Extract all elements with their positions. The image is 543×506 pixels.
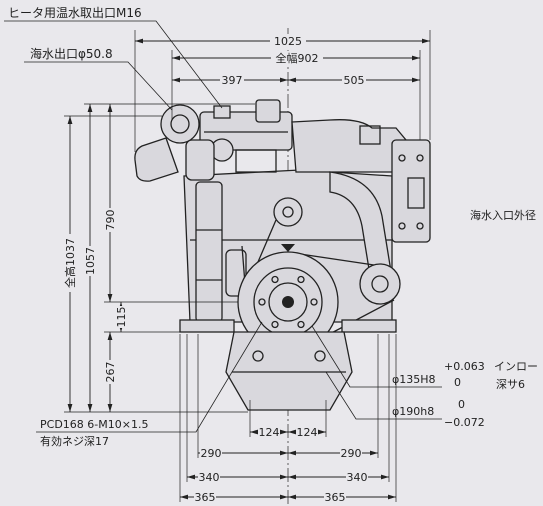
label-background (102, 208, 116, 232)
timing-mark (281, 244, 295, 252)
top-dimensions: 1025 全幅902 397 505 (134, 30, 431, 152)
dimension-340-left: 340 (199, 471, 220, 484)
label-background (324, 491, 346, 503)
flange-bolt-hole (258, 298, 266, 306)
heat-exchanger-bolt (416, 222, 424, 230)
callout-seawater-inlet: 海水入口外径 (470, 208, 536, 222)
engine-mount-right (341, 319, 397, 333)
intercooler (291, 119, 407, 173)
heat-exchanger-bolt (398, 222, 406, 230)
side-dimensions: 全高1037 1057 790 115 267 (62, 103, 255, 413)
label-background (258, 426, 280, 438)
pulley-hub (268, 282, 308, 322)
dimension-290-right: 290 (341, 447, 362, 460)
leader-heater-outlet (4, 20, 223, 109)
seawater-inlet-pipe (407, 177, 425, 209)
alternator (359, 263, 401, 305)
dimension-overall-length: 1025 (274, 35, 302, 48)
water-pump-hub (282, 206, 294, 218)
callout-spigot-depth: 深サ6 (496, 378, 525, 391)
callouts: ヒータ用温水取出口M16 海水出口φ50.8 海水入口外径 PCD168 6-M… (4, 6, 538, 448)
callout-heater-outlet: ヒータ用温水取出口M16 (8, 6, 142, 20)
shaft-fit-lower-tolerance: −0.072 (444, 416, 485, 429)
label-background (340, 447, 362, 459)
leader-shaft-fit (325, 371, 442, 420)
fuel-injection-block (235, 149, 277, 173)
label-background (270, 34, 306, 47)
oil-pan (225, 331, 353, 411)
alternator-pulley (371, 275, 389, 293)
heat-exchanger (391, 139, 431, 243)
callout-spigot: インロー (494, 360, 538, 373)
bore-fit-upper-tolerance: +0.063 (444, 360, 485, 373)
dimension-left-of-center: 397 (222, 74, 243, 87)
crankshaft-center (282, 296, 294, 308)
flange-bolt-hole (271, 275, 279, 284)
shaft-fit-upper-tolerance: 0 (458, 398, 465, 411)
dimension-height-115: 115 (115, 307, 128, 328)
dimension-124-right: 124 (297, 426, 318, 439)
flange-bolt-hole (297, 320, 305, 329)
label-background (200, 447, 222, 459)
engine-mount-left (179, 319, 235, 333)
label-background (113, 306, 127, 328)
dimension-height-1057: 1057 (84, 247, 97, 275)
label-background (62, 234, 76, 292)
turbocharger-inlet (170, 114, 190, 134)
bore-fit-lower-tolerance: 0 (454, 376, 461, 389)
flange-bolt-hole (297, 275, 305, 284)
water-pump-pulley (273, 197, 303, 227)
drain-plug (314, 350, 326, 362)
heat-exchanger-bolt (398, 154, 406, 162)
label-background (296, 426, 318, 438)
callout-seawater-outlet: 海水出口φ50.8 (30, 46, 113, 61)
leader-bore-fit (311, 325, 442, 388)
dimension-365-right: 365 (325, 491, 346, 504)
dimension-height-790: 790 (104, 210, 117, 231)
label-background (346, 471, 368, 483)
label-background (198, 471, 220, 483)
bottom-dimensions: 124 124 290 290 340 340 365 365 (179, 334, 397, 504)
label-background (342, 73, 366, 86)
dimension-340-right: 340 (347, 471, 368, 484)
callout-flange-bolts: PCD168 6-M10×1.5 (40, 418, 148, 431)
leader-flange-bolts (36, 321, 263, 433)
label-background (194, 491, 216, 503)
turbo-outlet-pipe (185, 139, 215, 181)
exhaust-downpipe (195, 181, 223, 323)
turbocharger-housing (160, 104, 200, 144)
bore-fit-label: φ135H8 (392, 373, 436, 386)
exhaust-elbow (134, 137, 179, 182)
engine-outline (134, 99, 431, 411)
heat-exchanger-bolt (416, 154, 424, 162)
label-background (82, 246, 96, 276)
drive-belt-upper (299, 253, 375, 266)
oil-filler-cap (255, 99, 281, 123)
dimension-overall-height: 全高1037 (63, 238, 77, 288)
intake-fitting (359, 125, 381, 145)
dimension-365-left: 365 (195, 491, 216, 504)
dimension-290-left: 290 (201, 447, 222, 460)
label-background (271, 51, 323, 64)
flange-bolt-hole (271, 320, 279, 329)
flange-bolt-hole (310, 298, 318, 306)
dimension-124-left: 124 (259, 426, 280, 439)
shaft-fit-label: φ190h8 (392, 405, 434, 418)
dimension-overall-width: 全幅902 (276, 51, 319, 65)
dimension-right-of-center: 505 (344, 74, 365, 87)
label-background (220, 73, 244, 86)
label-background (102, 360, 116, 384)
dimension-height-267: 267 (104, 362, 117, 383)
drain-plug (252, 350, 264, 362)
leader-seawater-outlet (24, 61, 173, 111)
heater-outlet-fitting (213, 105, 231, 119)
callout-thread-depth: 有効ネジ深17 (40, 434, 109, 448)
